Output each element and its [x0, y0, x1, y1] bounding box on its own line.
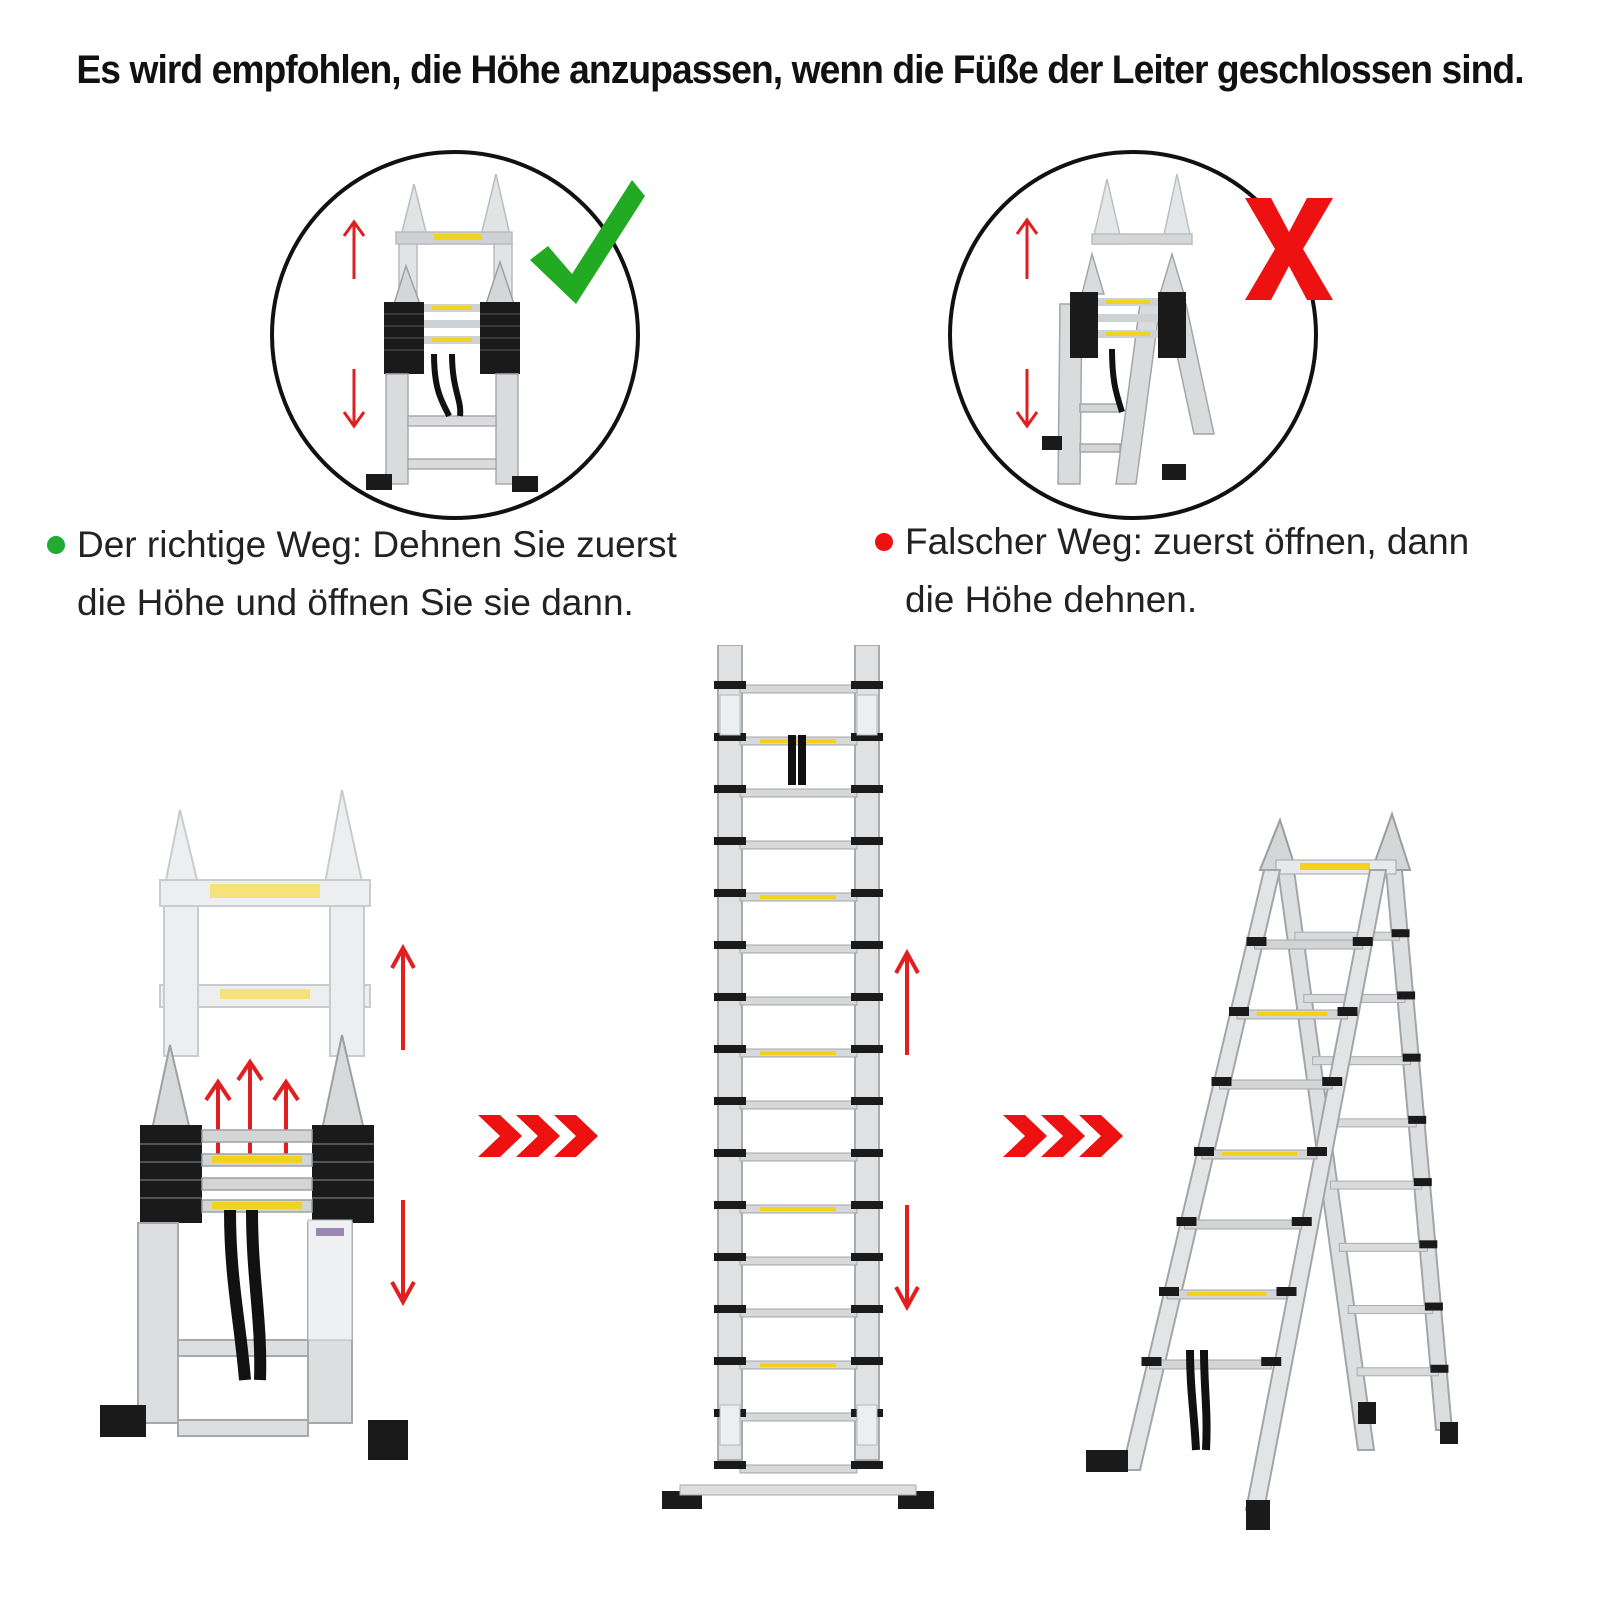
ladder-rung: [739, 1100, 858, 1110]
ladder-rung: [1312, 1056, 1412, 1066]
ladder-rung: [739, 1412, 858, 1422]
ladder-rung: [1347, 1305, 1434, 1315]
extend-down-arrow-icon: [1015, 369, 1039, 429]
ladder-rung: [1219, 1079, 1333, 1090]
wrong-way-line-2: die Höhe dehnen.: [905, 579, 1198, 620]
ladder-rung: [739, 996, 858, 1006]
wrong-way-caption: Falscher Weg: zuerst öffnen, dann die Hö…: [875, 513, 1470, 629]
ladder-rung: [739, 1152, 858, 1162]
ladder-rung: [1338, 1242, 1428, 1252]
ladder-rung: [739, 684, 858, 694]
ladder-rung: [1294, 931, 1401, 941]
checkmark-icon: [530, 180, 645, 304]
collapsed-rung-stack: [1070, 292, 1186, 358]
ladder-rung: [739, 1308, 858, 1318]
chevron-arrows-icon: [478, 1115, 598, 1157]
ladder-rung: [739, 1464, 858, 1474]
extended-straight-ladder-image: [662, 645, 934, 1509]
ladder-rung: [739, 788, 858, 798]
rear-ladder-rungs: [1294, 929, 1449, 1377]
ladder-rung: [1329, 1180, 1423, 1190]
ladder-rung: [1254, 939, 1364, 950]
collapsed-rung-stack: [384, 302, 520, 374]
ladder-opened-first: [1015, 173, 1215, 485]
front-ladder-rungs: [1141, 937, 1373, 1370]
correct-way-illustration: [270, 150, 640, 520]
extend-up-arrow-icon: [1015, 217, 1039, 279]
ladder-rung: [739, 944, 858, 954]
correct-way-caption: Der richtige Weg: Dehnen Sie zuerst die …: [47, 516, 677, 632]
correct-way-line-1: Der richtige Weg: Dehnen Sie zuerst: [77, 524, 677, 565]
ladder-rung: [739, 840, 858, 850]
collapsed-ladder-image: [100, 789, 416, 1460]
ladder-rung: [1149, 1359, 1272, 1370]
compact-ladder-extended-first: [342, 173, 538, 492]
correct-way-line-2: die Höhe und öffnen Sie sie dann.: [77, 582, 634, 623]
extend-arrows-icon: [894, 948, 920, 1312]
extend-down-arrow-icon: [342, 369, 366, 429]
cross-icon: [1245, 198, 1333, 300]
green-bullet-icon: [47, 536, 65, 554]
ladder-rung: [739, 1256, 858, 1266]
page-title: Es wird empfohlen, die Höhe anzupassen, …: [76, 48, 1524, 92]
extend-up-arrow-icon: [342, 219, 366, 279]
opened-a-frame-ladder-image: [1086, 810, 1458, 1530]
ladder-rung: [1356, 1367, 1439, 1377]
ladder-rung: [1184, 1219, 1303, 1230]
wrong-way-line-1: Falscher Weg: zuerst öffnen, dann: [905, 521, 1470, 562]
chevron-arrows-icon: [1003, 1115, 1123, 1157]
red-bullet-icon: [875, 533, 893, 551]
